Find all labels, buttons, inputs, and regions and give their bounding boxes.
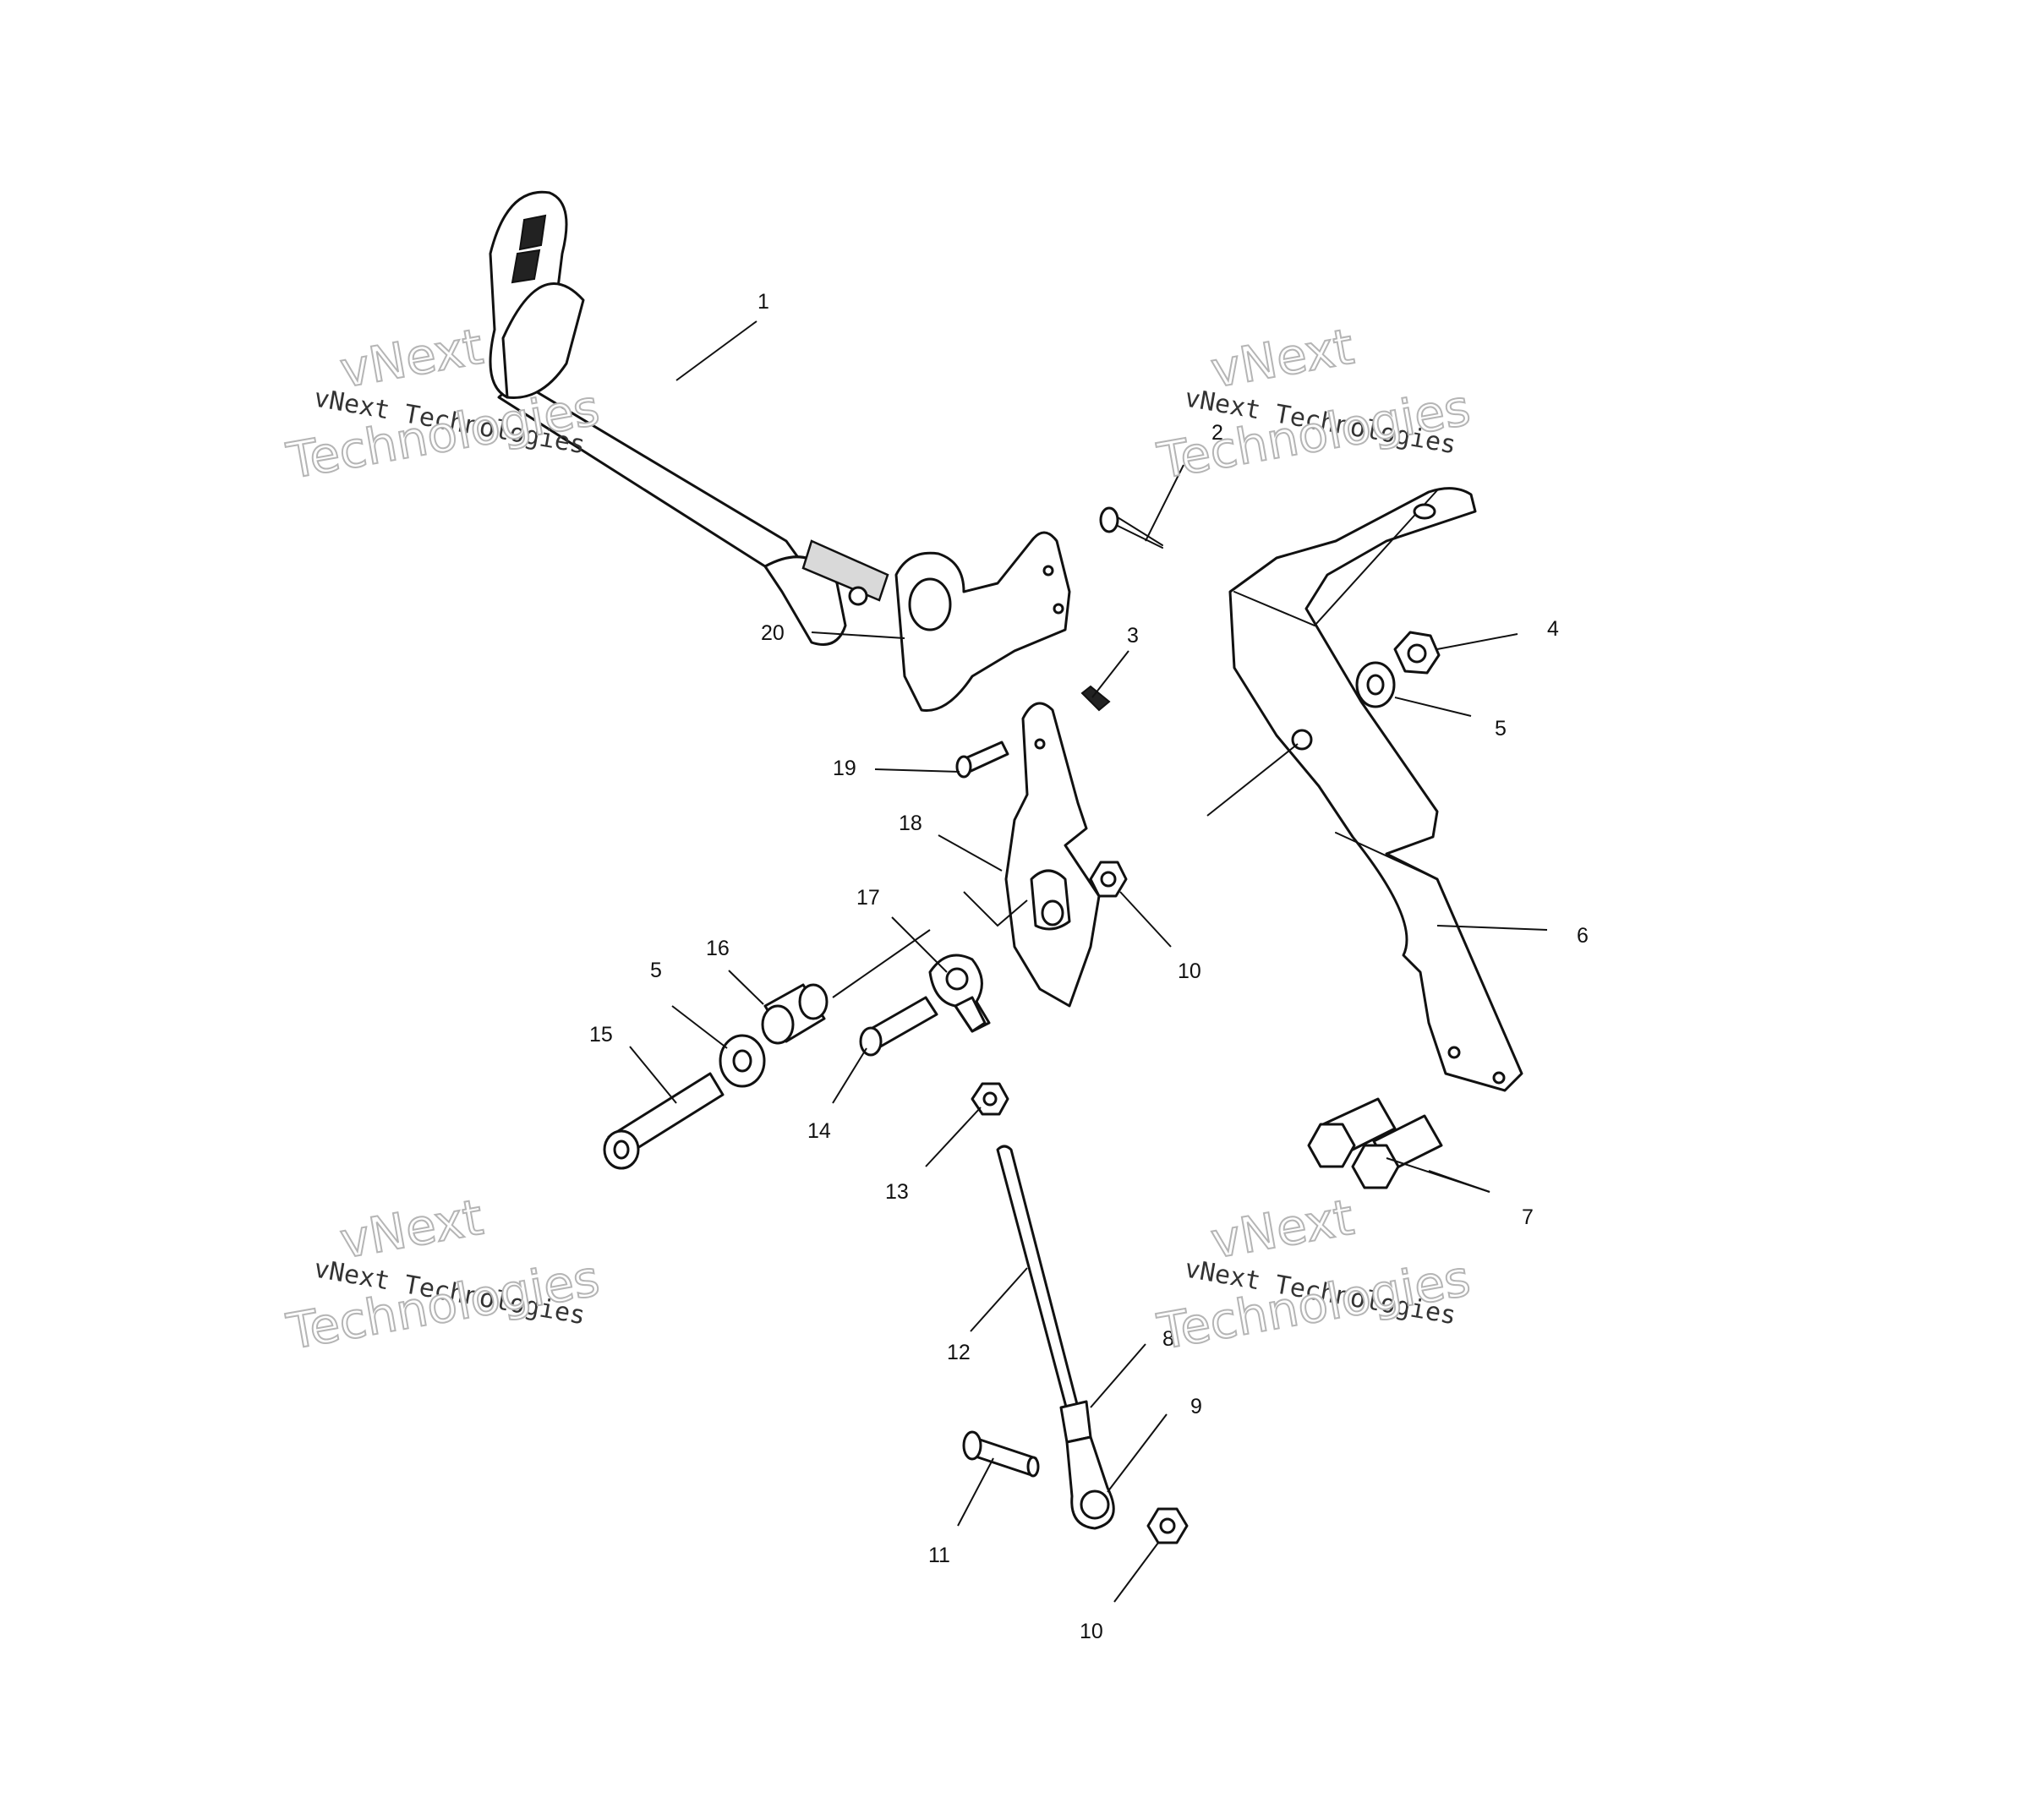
callout-12: 12: [947, 1341, 971, 1364]
callout-6: 6: [1577, 924, 1589, 948]
nut-part-13: [971, 1082, 1009, 1116]
clip-part-3: [1080, 685, 1111, 712]
watermark-big-1: vNext: [336, 1189, 487, 1270]
washer-part-5-left: [719, 1034, 766, 1088]
pedal-bracket-part-20: [894, 531, 1071, 712]
bolt-part-11: [962, 1430, 1040, 1478]
support-bracket-part-6: [1228, 487, 1523, 1092]
watermark-big-1: vNext: [1206, 1189, 1358, 1270]
nut-part-10-upper: [1089, 861, 1128, 898]
nut-part-4: [1393, 631, 1441, 675]
callout-5-right: 5: [1495, 717, 1507, 741]
callout-20: 20: [761, 621, 785, 645]
callout-3: 3: [1127, 624, 1139, 648]
nut-part-10-lower: [1146, 1507, 1189, 1544]
callout-8: 8: [1162, 1327, 1174, 1351]
callout-7: 7: [1522, 1205, 1534, 1229]
watermark-bottom-left: vNext vNext Technologies Technologies: [282, 1188, 604, 1362]
callout-1: 1: [757, 290, 769, 314]
rod-end-part-17: [928, 954, 991, 1033]
cotter-pin-part-2: [1099, 506, 1163, 549]
lever-plate-part-18: [1004, 702, 1101, 1008]
bolt-part-15: [603, 1072, 725, 1170]
callout-labels: 1 2 3 4 5 6 7 8 9 10 10 11 12 13 14 15 1…: [589, 290, 1589, 1643]
watermark-bottom-right: vNext vNext Technologies Technologies: [1152, 1188, 1475, 1362]
callout-11: 11: [928, 1544, 950, 1567]
callout-15: 15: [589, 1023, 613, 1047]
callout-4: 4: [1547, 617, 1559, 641]
callout-17: 17: [856, 886, 880, 910]
callout-16: 16: [706, 937, 730, 960]
bolt-part-14: [859, 996, 938, 1057]
callout-5-left: 5: [650, 959, 662, 982]
spacer-part-16: [761, 983, 829, 1045]
callout-10-lower: 10: [1080, 1620, 1103, 1643]
leader-lines: [629, 320, 1548, 1603]
hex-bolts-part-7: [1307, 1097, 1443, 1189]
callout-19: 19: [833, 757, 856, 780]
watermark-big-1: vNext: [336, 318, 487, 399]
brake-pedal-part-1: [489, 190, 889, 646]
rod-part-12: [996, 1145, 1080, 1412]
rod-end-part-9: [1059, 1400, 1115, 1530]
callout-10-upper: 10: [1178, 959, 1201, 983]
callout-9: 9: [1190, 1395, 1202, 1418]
callout-14: 14: [807, 1119, 831, 1143]
callout-18: 18: [899, 812, 922, 835]
callout-2: 2: [1211, 421, 1223, 445]
pin-part-19: [955, 741, 1009, 779]
callout-13: 13: [885, 1180, 909, 1204]
washer-part-5-right: [1355, 661, 1396, 708]
watermark-big-1: vNext: [1206, 318, 1358, 399]
